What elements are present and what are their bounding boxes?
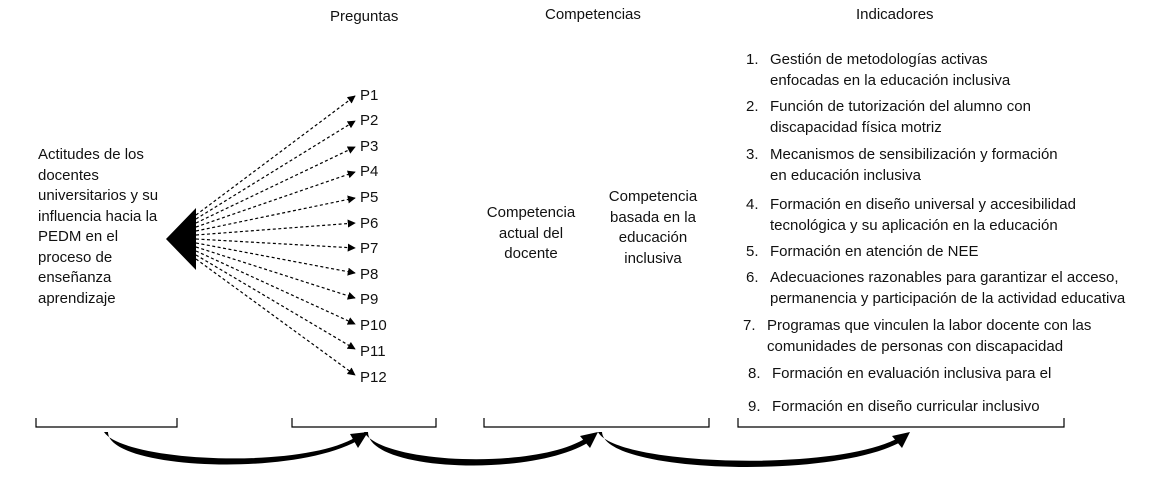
indicator-line: Función de tutorización del alumno con bbox=[770, 98, 1031, 115]
indicator-line: permanencia y participación de la activi… bbox=[770, 290, 1126, 307]
question-label-p7: P7 bbox=[360, 240, 379, 257]
indicator-line: Adecuaciones razonables para garantizar … bbox=[770, 269, 1119, 286]
indicator-line: Formación en diseño universal y accesibi… bbox=[770, 196, 1076, 213]
curved-arrow-2 bbox=[364, 432, 596, 466]
question-label-p6: P6 bbox=[360, 215, 379, 232]
header-preguntas: Preguntas bbox=[330, 8, 399, 25]
actitudes-line: influencia hacia la bbox=[38, 207, 158, 225]
actitudes-line: universitarios y su bbox=[38, 187, 159, 204]
question-label-p2: P2 bbox=[360, 112, 379, 129]
indicator-number: 4. bbox=[746, 196, 759, 213]
indicator-number: 3. bbox=[746, 146, 759, 163]
curved-arrow-1-head bbox=[350, 432, 368, 448]
actitudes-line: proceso de bbox=[38, 248, 113, 266]
arrow-to-p4 bbox=[195, 170, 356, 228]
bracket-actitudes bbox=[35, 418, 178, 428]
arrow-to-p3 bbox=[195, 146, 356, 224]
indicator-line: comunidades de personas con discapacidad bbox=[767, 338, 1064, 355]
indicator-line: Mecanismos de sensibilización y formació… bbox=[770, 146, 1058, 163]
question-label-p8: P8 bbox=[360, 266, 379, 283]
indicator-line: enfocadas en la educación inclusiva bbox=[770, 72, 1011, 89]
competencia-basada-line: Competencia bbox=[608, 188, 698, 205]
bracket-competencias bbox=[483, 418, 710, 428]
curved-arrow-3 bbox=[598, 432, 908, 467]
arrow-to-p6 bbox=[195, 219, 356, 236]
competencia-actual-line: Competencia bbox=[486, 204, 576, 221]
curved-arrow-1 bbox=[104, 432, 366, 465]
indicator-line: discapacidad física motriz bbox=[770, 119, 942, 136]
arrow-to-p9 bbox=[195, 246, 356, 300]
bracket-indicadores bbox=[737, 418, 1065, 428]
indicator-line: Formación en atención de NEE bbox=[770, 243, 979, 260]
question-label-p4: P4 bbox=[360, 163, 379, 180]
competencia-actual-block: Competencia actual del docente bbox=[478, 203, 584, 265]
curved-arrow-3-head bbox=[892, 432, 910, 448]
arrow-to-p7 bbox=[195, 238, 356, 252]
actitudes-line: aprendizaje bbox=[38, 289, 116, 307]
indicator-line: Programas que vinculen la labor docente … bbox=[767, 317, 1092, 334]
indicator-number: 2. bbox=[746, 98, 759, 115]
question-label-p1: P1 bbox=[360, 87, 379, 104]
indicator-number: 5. bbox=[746, 243, 759, 260]
arrow-to-p5 bbox=[195, 195, 356, 232]
header-competencias: Competencias bbox=[545, 6, 641, 23]
question-label-p3: P3 bbox=[360, 138, 379, 155]
question-label-p10: P10 bbox=[360, 317, 387, 334]
bracket-preguntas bbox=[291, 418, 437, 428]
indicator-line: Formación en diseño curricular inclusivo bbox=[772, 398, 1040, 415]
actitudes-line: enseñanza bbox=[38, 269, 112, 286]
arrow-to-p8 bbox=[195, 242, 356, 276]
question-label-p11: P11 bbox=[360, 343, 386, 360]
question-label-p9: P9 bbox=[360, 291, 379, 308]
competencia-actual-line: actual del bbox=[498, 224, 564, 242]
indicator-number: 9. bbox=[748, 398, 761, 415]
indicator-number: 8. bbox=[748, 365, 761, 382]
indicator-number: 6. bbox=[746, 269, 759, 286]
indicator-number: 1. bbox=[746, 51, 759, 68]
actitudes-line: Actitudes de los bbox=[38, 146, 144, 163]
curved-arrow-2-head bbox=[580, 432, 598, 448]
competencia-basada-line: basada en la bbox=[610, 208, 696, 226]
arrow-to-p10 bbox=[195, 250, 356, 325]
competencia-basada-line: educación bbox=[618, 229, 688, 246]
competencia-actual-line: docente bbox=[504, 245, 558, 262]
indicator-line: tecnológica y su aplicación en la educac… bbox=[770, 217, 1058, 234]
question-label-p5: P5 bbox=[360, 189, 379, 206]
competencia-basada-block: Competencia basada en la educación inclu… bbox=[598, 187, 708, 269]
indicator-line: en educación inclusiva bbox=[770, 167, 921, 184]
indicator-line: Gestión de metodologías activas bbox=[770, 51, 988, 68]
header-indicadores: Indicadores bbox=[856, 6, 934, 23]
indicator-number: 7. bbox=[743, 317, 756, 334]
arrow-to-p1 bbox=[195, 95, 356, 216]
fan-origin-triangle bbox=[166, 208, 196, 270]
arrow-to-p12 bbox=[195, 258, 356, 376]
actitudes-line: PEDM en el bbox=[38, 228, 119, 245]
actitudes-text-block: Actitudes de los docentes universitarios… bbox=[38, 145, 178, 309]
indicator-line: Formación en evaluación inclusiva para e… bbox=[772, 365, 1052, 382]
arrow-to-p2 bbox=[195, 120, 356, 220]
actitudes-line: docentes bbox=[38, 166, 99, 184]
question-label-p12: P12 bbox=[360, 369, 387, 386]
competencia-basada-line: inclusiva bbox=[624, 249, 682, 267]
